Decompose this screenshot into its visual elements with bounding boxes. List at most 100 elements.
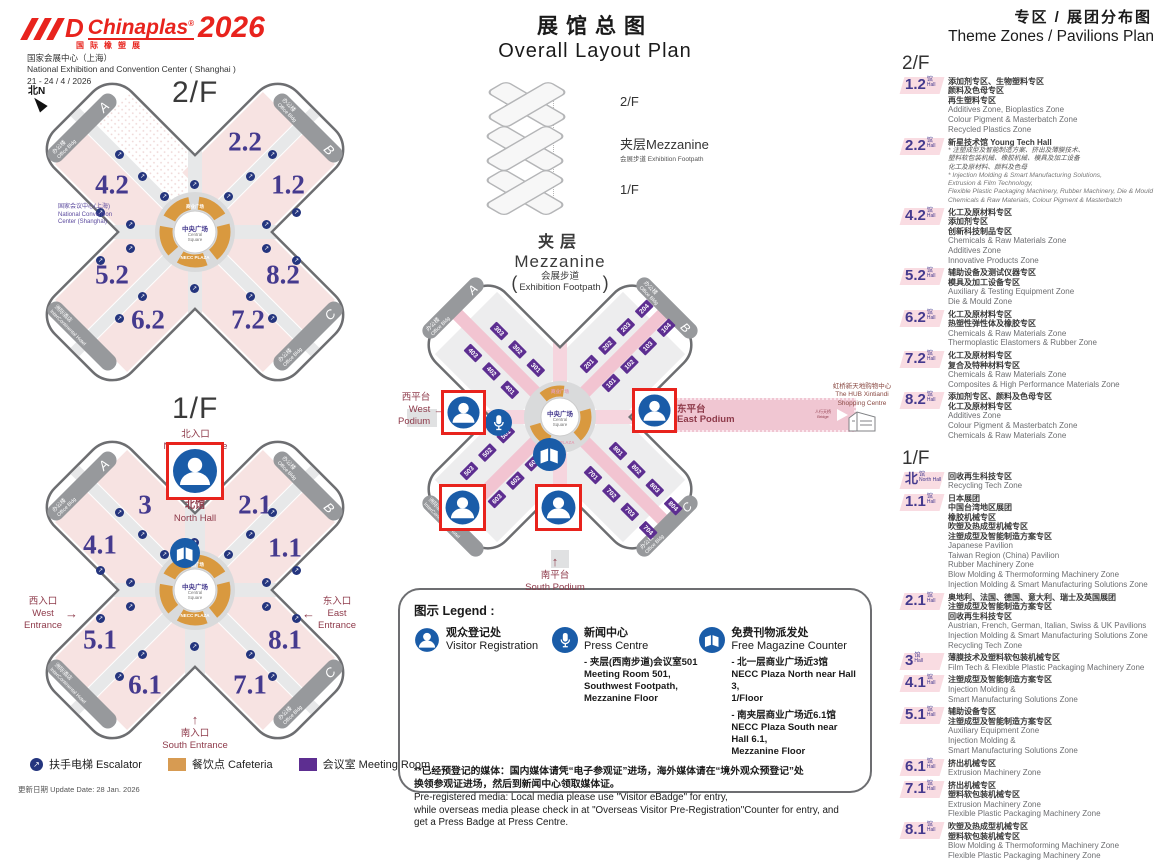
list-line: 创新科技制品专区	[948, 226, 1012, 236]
list-line: Chemicals & Raw Materials Zone	[948, 430, 1067, 440]
list-line: 薄膜技术及塑料软包装机械专区	[948, 653, 1060, 663]
note-en-lines: Pre-registered media: Local media please…	[414, 792, 856, 830]
list-line: Austrian, French, German, Italian, Swiss…	[948, 621, 1147, 631]
escalator-icon	[138, 530, 147, 539]
press-centre-icon	[485, 409, 512, 436]
zones-zh: 吹塑及热成型机械专区塑料软包装机械专区	[948, 822, 1154, 841]
list-line: 橡胶机械专区	[948, 512, 996, 522]
list-line: 复合及特种材料专区	[948, 360, 1020, 370]
corner-office-b: 办公楼 Office Bldg B	[273, 93, 343, 163]
escalator-icon	[190, 284, 199, 293]
list-line: Smart Manufacturing Solutions Zone	[948, 694, 1078, 704]
escalator-icon	[115, 150, 124, 159]
list-line: Chemicals & Raw Materials Zone	[948, 328, 1067, 338]
list-line: Flexible Plastic Packaging Machinery Zon…	[948, 809, 1101, 819]
corner-office-a: 办公楼 Office Bldg A	[47, 451, 117, 521]
escalator-icon	[190, 642, 199, 651]
east-podium-label: 东平台 East Podium	[677, 403, 735, 425]
floor1-plan: 办公楼 Office Bldg A 办公楼 Office Bldg B 办公楼 …	[30, 420, 360, 750]
chinaplas-logo: D Chinaplas® 2026	[20, 13, 265, 43]
zones-zh: 注塑成型及智能制造方案专区	[948, 675, 1154, 684]
brand-name: Chinaplas®	[87, 16, 195, 40]
list-line: Auxiliary & Testing Equipment Zone	[948, 287, 1075, 297]
escalator-icon	[246, 292, 255, 301]
legend-cafeteria: 餐饮点 Cafeteria	[167, 756, 273, 772]
escalator-icon	[246, 172, 255, 181]
hall-label: 4.1	[83, 529, 117, 560]
escalator-icon	[160, 550, 169, 559]
escalator-icon	[160, 192, 169, 201]
escalator-icon	[292, 208, 301, 217]
map-symbol-legend: 扶手电梯 Escalator 餐饮点 Cafeteria 会议室 Meeting…	[30, 756, 430, 772]
young-tech-hall-title: 新星技术馆 Young Tech Hall	[948, 137, 1052, 147]
zones-zh: * 注塑成型及智能制造方案、挤出及薄膜技术、塑料软包装机械、橡胶机械、模具及加工…	[948, 147, 1154, 172]
zones-zh: 薄膜技术及塑料软包装机械专区	[948, 653, 1154, 662]
venue-block: 国家会展中心（上海） National Exhibition and Conve…	[27, 53, 236, 87]
south-entrance-arrow-icon: ↑	[191, 712, 199, 727]
list-line: 挤出机械专区	[948, 780, 996, 790]
list-line: Injection Molding &	[948, 684, 1016, 694]
escalator-icon	[268, 672, 277, 681]
list-line: Mezzanine Floor	[731, 745, 806, 757]
mezzanine-title: 夹层 Mezzanine 会展步道 Exhibition Footpath	[405, 228, 715, 294]
escalator-icon	[262, 602, 271, 611]
list-line: NECC Plaza North near Hall 3,	[731, 669, 856, 693]
escalator-icon	[126, 602, 135, 611]
list-line: Additives Zone, Bioplastics Zone	[948, 105, 1065, 115]
list-line: NECC Plaza South near Hall 6.1,	[731, 721, 838, 745]
list-line: 塑料软包装机械专区	[948, 831, 1020, 841]
escalator-icon	[292, 256, 301, 265]
east-entrance-label: ← 东入口 East Entrance	[302, 596, 357, 631]
plaza-arc-bottom: NECC PLAZA	[180, 613, 210, 618]
list-line: 日本展团	[948, 493, 980, 503]
stack-connector	[553, 96, 554, 206]
list-line: Recycling Tech Zone	[948, 640, 1023, 650]
hub-shopping-centre: 虹桥新天地购物中心 The HUB Xintiandi Shopping Cen…	[820, 383, 904, 437]
list-line: 添加剂专区、颜料及色母专区	[948, 392, 1052, 402]
bridge-label: 人行天桥 Bridge	[815, 409, 831, 419]
list-line: * Injection Molding & Smart Manufacturin…	[948, 171, 1102, 179]
plaza-center: 中央广场 Central Square	[182, 583, 208, 600]
central-square: 商业广场 中央广场 Central Square NECC PLAZA	[164, 201, 226, 263]
list-line: get a Press Badge at Press Centre.	[414, 817, 569, 829]
list-line: 模具及加工设备专区	[948, 277, 1020, 287]
list-line: **已经预登记的媒体：国内媒体请凭“电子参观证”进场，海外媒体请在“境外观众预登…	[414, 766, 804, 778]
building-icon	[848, 411, 876, 432]
list-line: 塑料软包装机械专区	[948, 790, 1020, 800]
list-line: Colour Pigment & Masterbatch Zone	[948, 115, 1078, 125]
list-line: Injection Molding & Smart Manufacturing …	[948, 630, 1148, 640]
panel-title-en: Theme Zones / Pavilions Plan	[948, 28, 1154, 45]
list-line: 辅助设备专区	[948, 707, 996, 717]
escalator-icon	[246, 650, 255, 659]
visitor-registration-icon	[166, 442, 224, 500]
footpath-label: 会展步道 Exhibition Footpath	[511, 271, 608, 294]
list-line: Recycling Tech Zone	[948, 481, 1023, 491]
venue-en: National Exhibition and Convention Cente…	[27, 64, 236, 75]
list-line: 化工及原材料专区	[948, 401, 1012, 411]
escalator-icon	[224, 550, 233, 559]
stack-label-1f: 1/F	[620, 182, 639, 197]
list-line: 再生塑料专区	[948, 95, 996, 105]
list-line: Additives Zone	[948, 411, 1001, 421]
stack-floor1-icon	[486, 170, 564, 215]
hall-label: 1.2	[271, 169, 305, 200]
magazine-counter-icon	[699, 627, 726, 653]
list-line: 1/Floor	[731, 693, 764, 704]
logo-subtitle: 国际橡塑展	[76, 41, 146, 50]
south-podium-stub	[551, 550, 569, 568]
